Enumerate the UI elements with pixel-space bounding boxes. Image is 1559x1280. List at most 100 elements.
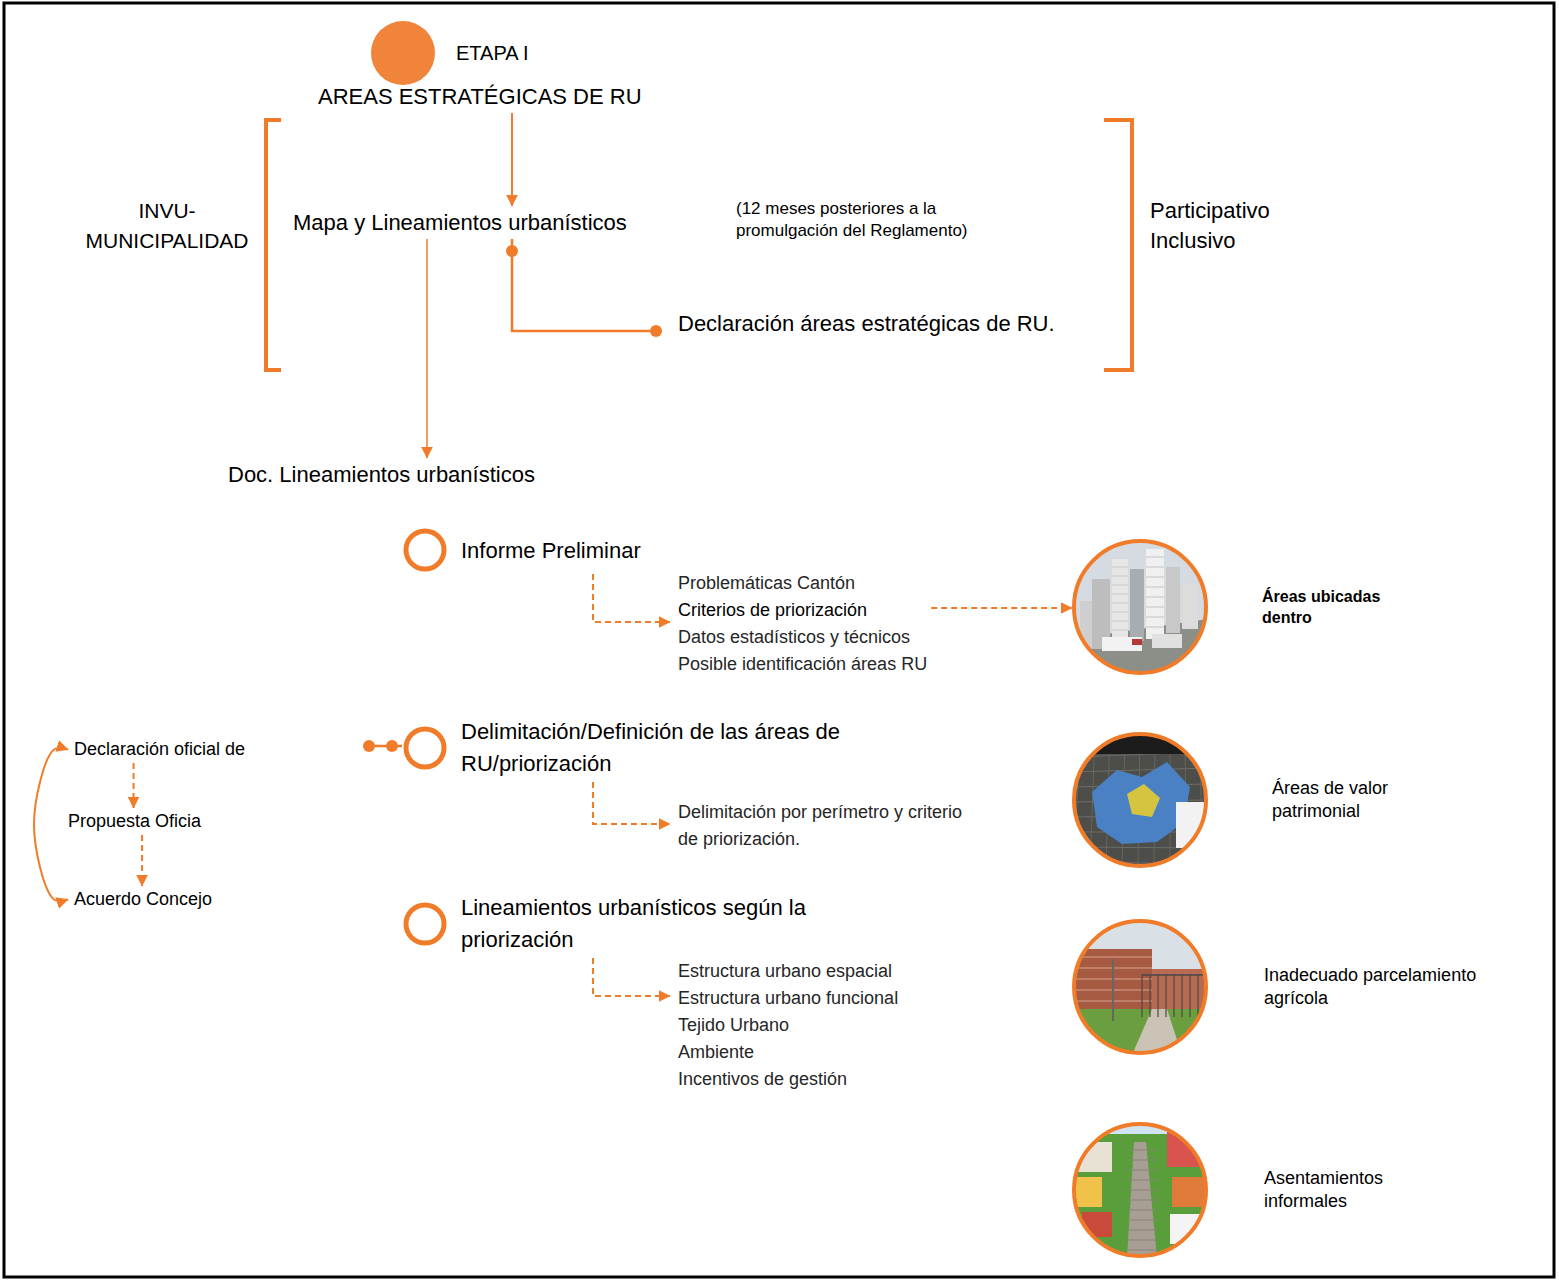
text-holder: Áreas ubicadas dentro xyxy=(1258,584,1416,630)
dashed-connector xyxy=(133,763,135,808)
list-item: Estructura urbano espacial xyxy=(678,958,898,985)
photo-shape xyxy=(1128,1169,1157,1170)
photo-shape xyxy=(1112,630,1128,631)
text-holder: Asentamientos informales xyxy=(1260,1165,1438,1215)
text-holder: Lineamientos urbanísticos según la prior… xyxy=(457,890,905,958)
photo-frame xyxy=(1072,919,1208,1055)
section-title: AREAS ESTRATÉGICAS DE RU xyxy=(314,80,646,113)
ring-circle xyxy=(406,905,444,943)
step-marker xyxy=(370,20,436,86)
node-text: Doc. Lineamientos urbanísticos xyxy=(228,460,535,489)
stage-heading: ETAPA I xyxy=(370,20,533,86)
photo-outline xyxy=(1074,734,1206,866)
node-text: Acuerdo Concejo xyxy=(74,888,212,911)
list-item: Tejido Urbano xyxy=(678,1012,898,1039)
photo-illustration xyxy=(1072,732,1208,868)
leader-dot xyxy=(363,740,375,752)
photo-shape xyxy=(1141,974,1142,1017)
photo-shape xyxy=(1082,1212,1112,1237)
photo-shape xyxy=(1146,597,1164,598)
note-label: (12 meses posteriores a la promulgación … xyxy=(736,198,1036,242)
item-list: Delimitación por perímetro y criterio de… xyxy=(670,797,970,855)
photo-shape xyxy=(1112,594,1128,595)
photo-shape xyxy=(1173,974,1174,1017)
photo-shape xyxy=(1152,634,1182,648)
node-text: Mapa y Lineamientos urbanísticos xyxy=(293,208,627,237)
list-item: Incentivos de gestión xyxy=(678,1066,898,1093)
text-holder: Delimitación/Definición de las áreas de … xyxy=(457,714,855,782)
step-item: Informe Preliminar xyxy=(401,526,645,574)
photo-shape xyxy=(1128,1179,1157,1180)
list-item: Posible identificación áreas RU xyxy=(678,651,927,678)
dashed-connector xyxy=(593,958,670,996)
photo-shape xyxy=(1157,974,1158,1017)
photo-shape xyxy=(1128,1229,1157,1230)
dashed-connector xyxy=(141,835,143,886)
connector-line xyxy=(34,748,68,901)
photo-circle: Áreas ubicadas dentro xyxy=(1072,539,1416,675)
step-marker xyxy=(401,526,449,574)
node-text: Declaración áreas estratégicas de RU. xyxy=(678,310,1056,338)
connector-line xyxy=(512,239,650,331)
photo-shape xyxy=(1072,768,1208,772)
item-list: Estructura urbano espacialEstructura urb… xyxy=(670,956,902,1095)
photo-shape xyxy=(1165,974,1166,1017)
photo-shape xyxy=(1128,1219,1157,1220)
photo-shape xyxy=(1146,557,1164,558)
photo-shape xyxy=(1146,567,1164,568)
connector-line xyxy=(511,113,513,206)
text-holder: Informe Preliminar xyxy=(457,534,645,567)
step-item: Lineamientos urbanísticos según la prior… xyxy=(401,890,905,958)
right-bracket xyxy=(1104,120,1132,370)
photo-shape xyxy=(1149,974,1150,1017)
connector-line xyxy=(426,239,428,458)
photo-circle: Asentamientos informales xyxy=(1072,1122,1438,1258)
photo-shape xyxy=(1146,587,1164,588)
photo-frame xyxy=(1072,732,1208,868)
dashed-connector xyxy=(593,574,670,622)
photo-shape xyxy=(1142,974,1208,976)
list-item: Criterios de priorización xyxy=(678,597,927,624)
process-text: Acuerdo Concejo xyxy=(68,886,216,913)
photo-shape xyxy=(1112,959,1114,1021)
dashed-connector xyxy=(593,782,670,824)
photo-shape xyxy=(1112,612,1128,613)
leader-dot xyxy=(386,740,398,752)
list-item: Ambiente xyxy=(678,1039,898,1066)
connector-group xyxy=(34,113,1072,996)
photo-outline xyxy=(1074,1124,1206,1256)
photo-shape xyxy=(1146,549,1164,639)
process-text: Propuesta Oficia xyxy=(62,808,205,835)
photo-shape xyxy=(1128,1159,1157,1160)
photo-circle: Inadecuado parcelamiento agrícola xyxy=(1072,919,1528,1055)
item-list: Problemáticas CantónCriterios de prioriz… xyxy=(670,568,931,680)
photo-shape xyxy=(1072,539,1208,675)
node-text: Inadecuado parcelamiento agrícola xyxy=(1264,964,1524,1010)
node-text: Propuesta Oficia xyxy=(68,810,201,833)
process-text: Declaración oficial de xyxy=(68,736,249,763)
photo-shape xyxy=(1128,1189,1157,1190)
node-text: Asentamientos informales xyxy=(1264,1167,1434,1213)
side-label: INVU- MUNICIPALIDAD xyxy=(72,196,262,256)
left-bracket xyxy=(266,120,281,370)
photo-illustration xyxy=(1072,1122,1208,1258)
connector-dot xyxy=(650,325,662,337)
photo-shape xyxy=(1181,974,1182,1017)
filled-circle xyxy=(371,21,435,85)
photo-shape xyxy=(1146,617,1164,618)
text-holder: Áreas de valor patrimonial xyxy=(1268,775,1446,825)
node-text: Áreas de valor patrimonial xyxy=(1272,777,1442,823)
list-item: Datos estadísticos y técnicos xyxy=(678,624,927,651)
node-text: Áreas ubicadas dentro xyxy=(1262,586,1412,628)
photo-shape xyxy=(1072,956,1152,958)
photo-shape xyxy=(1200,732,1202,868)
photo-shape xyxy=(1166,567,1180,633)
photo-shape xyxy=(1112,621,1128,622)
photo-outline xyxy=(1074,541,1206,673)
process-text: Declaración áreas estratégicas de RU. xyxy=(650,308,1060,340)
photo-shape xyxy=(1072,919,1208,1055)
photo-shape xyxy=(1130,569,1144,641)
photo-shape xyxy=(1146,577,1164,578)
photo-outline xyxy=(1074,921,1206,1053)
photo-shape xyxy=(1182,584,1198,629)
